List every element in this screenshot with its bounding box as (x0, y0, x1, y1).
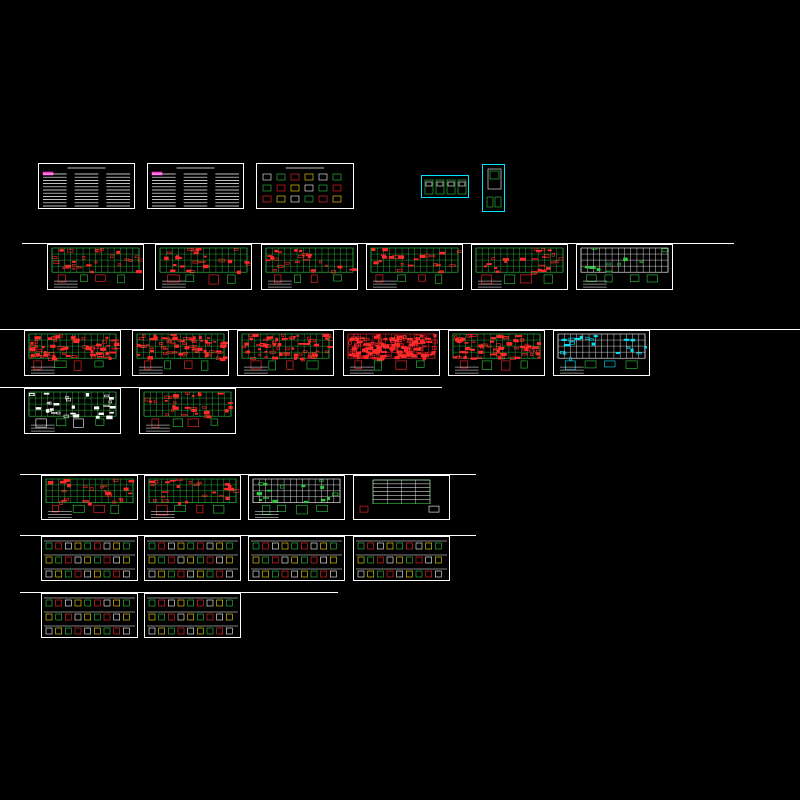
separator-line (0, 329, 800, 330)
sheet-linework (356, 540, 447, 578)
separator-line (20, 474, 476, 475)
sheet-linework (147, 597, 238, 635)
separator-line (0, 387, 442, 388)
sheet-details-7-2[interactable] (144, 593, 241, 638)
sheet-plan-5-2[interactable] (144, 475, 241, 520)
sheet-cyan-tall[interactable] (482, 164, 505, 212)
sheet-details-6-1[interactable] (41, 536, 138, 581)
separator-line (22, 243, 734, 244)
sheet-linework (265, 247, 357, 288)
sheet-plan-3-5[interactable] (448, 330, 545, 376)
sheet-plan-5-3[interactable] (248, 475, 345, 520)
sheet-plan-3-4[interactable] (343, 330, 440, 376)
separator-line (20, 535, 476, 536)
sheet-linework (370, 247, 462, 288)
sheet-linework (44, 540, 135, 578)
sheet-linework (28, 333, 120, 374)
sheet-plan-2-3[interactable] (261, 244, 358, 290)
sheet-details-6-4[interactable] (353, 536, 450, 581)
sheet-details-6-2[interactable] (144, 536, 241, 581)
sheet-linework (486, 168, 502, 208)
sheet-details-7-1[interactable] (41, 593, 138, 638)
sheet-linework (151, 167, 239, 207)
sheet-cyan-small[interactable] (421, 175, 469, 198)
sheet-plan-4-1[interactable] (24, 388, 121, 434)
sheet-linework (359, 479, 440, 513)
sheet-linework (42, 167, 130, 207)
sheet-linework (452, 333, 541, 374)
sheet-plan-5-1[interactable] (41, 475, 138, 520)
sheet-linework (262, 167, 342, 203)
sheet-linework (136, 333, 228, 374)
sheet-linework (147, 540, 238, 578)
sheet-plan-3-1[interactable] (24, 330, 121, 376)
sheet-linework (28, 391, 117, 432)
sheet-plan-2-2[interactable] (155, 244, 252, 290)
sheet-plan-2-6[interactable] (576, 244, 673, 290)
sheet-linework (580, 247, 669, 288)
sheet-plan-2-4[interactable] (366, 244, 463, 290)
sheet-linework (475, 247, 564, 288)
sheet-linework (45, 478, 135, 518)
sheet-linework (148, 478, 240, 518)
sheet-text-list-2[interactable] (147, 163, 244, 209)
sheet-linework (347, 333, 438, 374)
sheet-plan-4-2[interactable] (139, 388, 236, 434)
sheet-linework (252, 478, 341, 518)
sheet-linework (424, 179, 467, 195)
sheet-linework (241, 333, 333, 374)
sheet-section-5-4[interactable] (353, 475, 450, 520)
separator-line (20, 592, 338, 593)
sheet-details-6-3[interactable] (248, 536, 345, 581)
sheet-plan-3-2[interactable] (132, 330, 229, 376)
sheet-details-1[interactable] (256, 163, 354, 209)
sheet-linework (251, 540, 342, 578)
sheet-linework (44, 597, 135, 635)
sheet-plan-2-1[interactable] (47, 244, 144, 290)
sheet-linework (159, 247, 251, 288)
sheet-plan-3-6[interactable] (553, 330, 650, 376)
sheet-linework (557, 333, 647, 374)
sheet-plan-2-5[interactable] (471, 244, 568, 290)
sheet-plan-3-3[interactable] (237, 330, 334, 376)
sheet-linework (51, 247, 143, 288)
sheet-text-list-1[interactable] (38, 163, 135, 209)
sheet-linework (143, 391, 233, 432)
